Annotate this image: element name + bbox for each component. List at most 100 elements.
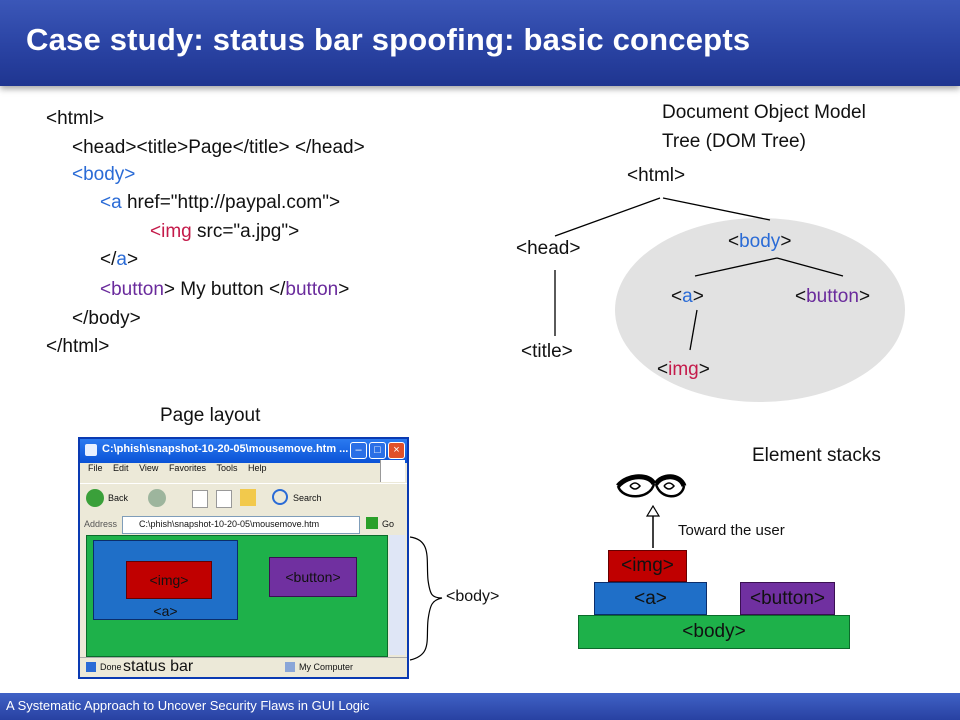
code-title-open: <title> bbox=[136, 137, 189, 158]
code-button-close-name: button bbox=[285, 279, 339, 300]
code-html-open: <html> bbox=[46, 108, 105, 129]
browser-window-title: C:\phish\snapshot-10-20-05\mousemove.htm… bbox=[102, 443, 349, 455]
code-line-body-close: </body> bbox=[72, 308, 141, 330]
code-line-body-open: <body> bbox=[72, 164, 135, 186]
go-arrow-icon[interactable] bbox=[366, 517, 378, 529]
refresh-icon[interactable] bbox=[216, 490, 232, 508]
page-layout-heading: Page layout bbox=[160, 405, 261, 426]
stack-body-layer: <body> bbox=[578, 615, 850, 649]
browser-title-bar: C:\phish\snapshot-10-20-05\mousemove.htm… bbox=[80, 439, 407, 463]
address-input[interactable]: C:\phish\snapshot-10-20-05\mousemove.htm bbox=[122, 516, 360, 534]
code-line-head: <head><title>Page</title> </head> bbox=[72, 137, 365, 159]
status-done-text: Done bbox=[100, 662, 122, 672]
dom-node-body: <body> bbox=[728, 231, 792, 252]
code-html-close: </html> bbox=[46, 336, 110, 357]
footer-text: A Systematic Approach to Uncover Securit… bbox=[6, 698, 370, 713]
code-a-tag: <a bbox=[100, 192, 122, 213]
search-icon[interactable] bbox=[272, 489, 288, 505]
edge-body-a bbox=[694, 257, 778, 277]
glasses-left-rim bbox=[616, 474, 657, 488]
code-line-button: <button> My button </button> bbox=[100, 279, 349, 301]
menu-favorites[interactable]: Favorites bbox=[168, 463, 206, 473]
browser-scrollbar[interactable] bbox=[389, 535, 405, 655]
dom-node-title: <title> bbox=[521, 341, 573, 362]
code-line-a-open: <a href="http://paypal.com"> bbox=[100, 192, 340, 214]
layout-a-box: <a> <img> bbox=[93, 540, 238, 620]
slide-title: Case study: status bar spoofing: basic c… bbox=[26, 22, 751, 57]
code-line-html-close: </html> bbox=[46, 336, 109, 358]
glasses-left-lower bbox=[616, 483, 656, 498]
windows-logo-icon bbox=[380, 460, 405, 482]
close-icon[interactable]: × bbox=[388, 442, 405, 459]
glasses-left-swirl bbox=[629, 482, 641, 490]
code-a-close-lt: </ bbox=[100, 249, 117, 270]
back-arrow-icon[interactable] bbox=[86, 489, 104, 507]
code-line-a-close: </a> bbox=[100, 249, 138, 271]
code-a-close-gt: > bbox=[126, 249, 139, 270]
back-button-label[interactable]: Back bbox=[108, 493, 129, 503]
code-body-open: <body> bbox=[72, 164, 136, 185]
layout-button-box: <button> bbox=[269, 557, 357, 597]
stack-a-layer: <a> bbox=[594, 582, 707, 615]
footer-bar: A Systematic Approach to Uncover Securit… bbox=[0, 693, 960, 720]
code-a-attr: href="http://paypal.com"> bbox=[121, 192, 341, 213]
page-body-area: <a> <img> <button> bbox=[86, 535, 388, 657]
code-title-close: </title> bbox=[232, 137, 290, 158]
toward-user-label: Toward the user bbox=[678, 522, 785, 539]
menu-view[interactable]: View bbox=[139, 463, 159, 473]
edge-a-img bbox=[689, 309, 698, 351]
layout-a-label: <a> bbox=[153, 603, 178, 619]
body-subtree-highlight bbox=[615, 218, 905, 402]
forward-arrow-icon[interactable] bbox=[148, 489, 166, 507]
menu-tools[interactable]: Tools bbox=[216, 463, 238, 473]
edge-html-body bbox=[662, 197, 771, 221]
edge-html-head bbox=[554, 197, 661, 237]
code-a-close-name: a bbox=[116, 249, 127, 270]
code-img-tag: <img bbox=[150, 221, 192, 242]
my-computer-icon bbox=[285, 662, 295, 672]
go-button-label[interactable]: Go bbox=[382, 519, 395, 529]
menu-help[interactable]: Help bbox=[248, 463, 267, 473]
glasses-right-lower bbox=[654, 483, 686, 498]
code-button-tag: <button bbox=[100, 279, 164, 300]
dom-node-html: <html> bbox=[627, 165, 686, 186]
search-button-label[interactable]: Search bbox=[293, 493, 322, 503]
address-value: C:\phish\snapshot-10-20-05\mousemove.htm bbox=[139, 519, 320, 529]
code-button-close-lt: </ bbox=[269, 279, 286, 300]
dom-node-a: <a> bbox=[671, 286, 704, 307]
code-title-text: Page bbox=[188, 137, 233, 158]
menu-file[interactable]: File bbox=[88, 463, 103, 473]
code-button-close-gt: > bbox=[338, 279, 350, 300]
code-line-img: <img src="a.jpg"> bbox=[150, 221, 299, 243]
status-bar-label: status bar bbox=[123, 658, 194, 675]
browser-window-screenshot: C:\phish\snapshot-10-20-05\mousemove.htm… bbox=[78, 437, 409, 679]
browser-toolbar: Back Search bbox=[80, 483, 407, 514]
stack-img-layer: <img> bbox=[608, 550, 687, 582]
ie-page-icon bbox=[85, 444, 97, 456]
status-zone-text: My Computer bbox=[299, 662, 354, 672]
code-head-close: </head> bbox=[294, 137, 365, 158]
code-head-open: <head> bbox=[72, 137, 137, 158]
glasses-right-swirl bbox=[663, 482, 675, 490]
code-img-attr: src="a.jpg"> bbox=[191, 221, 300, 242]
dom-node-img: <img> bbox=[657, 359, 710, 380]
maximize-icon[interactable]: □ bbox=[369, 442, 386, 459]
toward-user-arrow-head bbox=[645, 504, 661, 517]
home-icon[interactable] bbox=[240, 489, 256, 506]
dom-node-button: <button> bbox=[795, 286, 871, 307]
glasses-right-rim bbox=[653, 474, 687, 488]
glasses-icon bbox=[616, 474, 687, 498]
browser-status-bar: Done My Computer bbox=[80, 657, 407, 677]
browser-address-bar: Address C:\phish\snapshot-10-20-05\mouse… bbox=[80, 515, 407, 535]
dom-node-head: <head> bbox=[516, 238, 581, 259]
minimize-icon[interactable]: – bbox=[350, 442, 367, 459]
dom-tree-heading-line2: Tree (DOM Tree) bbox=[662, 131, 806, 152]
title-bar: Case study: status bar spoofing: basic c… bbox=[0, 0, 960, 86]
body-brace-label: <body> bbox=[446, 588, 500, 605]
menu-edit[interactable]: Edit bbox=[113, 463, 129, 473]
stop-icon[interactable] bbox=[192, 490, 208, 508]
browser-menu-bar: File Edit View Favorites Tools Help bbox=[80, 460, 407, 482]
